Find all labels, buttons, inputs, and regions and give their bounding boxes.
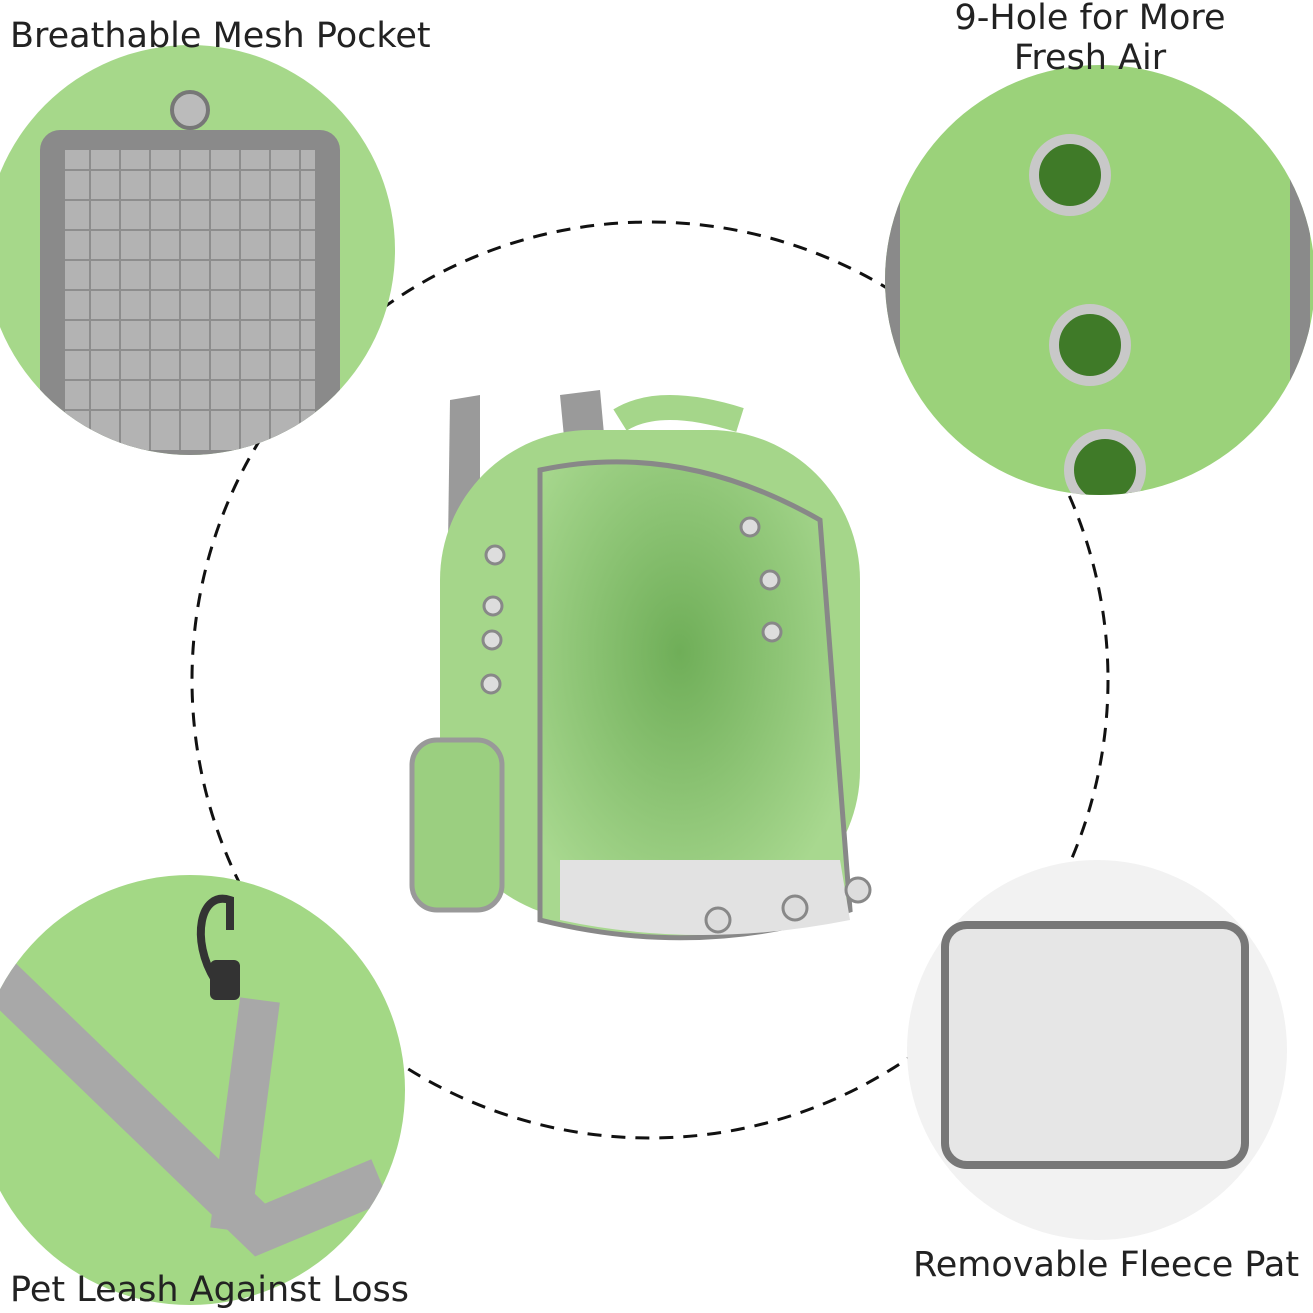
feature-label-holes-line1: 9-Hole for More (954, 0, 1226, 38)
dashed-ring (190, 220, 1110, 1140)
feature-label-fleece: Removable Fleece Pat (913, 1245, 1300, 1285)
feature-label-leash: Pet Leash Against Loss (10, 1270, 410, 1310)
feature-label-mesh-pocket: Breathable Mesh Pocket (10, 16, 431, 56)
mesh-pocket-detail (0, 45, 395, 455)
leash-detail (0, 875, 405, 1305)
air-holes-detail (885, 65, 1313, 495)
backpack-product (409, 390, 872, 941)
feature-label-holes-line2: Fresh Air (1013, 38, 1167, 78)
fleece-pad-detail (907, 860, 1287, 1240)
